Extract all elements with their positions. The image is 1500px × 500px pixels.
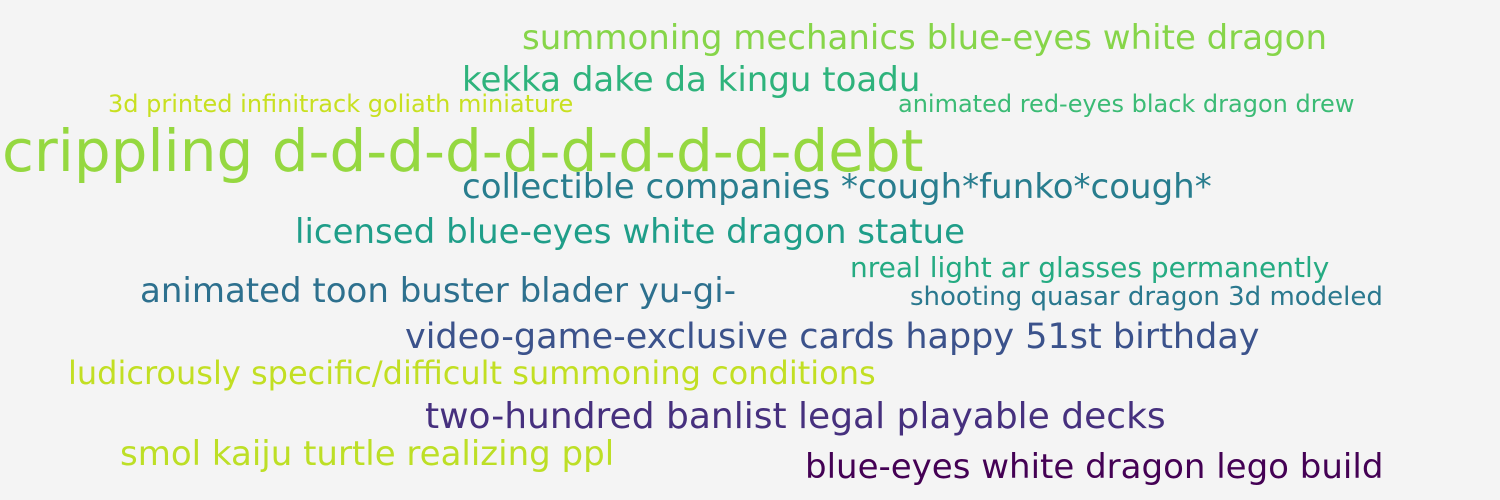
word-collectible-companies: collectible companies *cough*funko*cough…: [462, 167, 1212, 207]
word-3d-printed-infinitrack: 3d printed infinitrack goliath miniature: [108, 90, 574, 118]
word-licensed-statue: licensed blue-eyes white dragon statue: [295, 212, 965, 252]
word-shooting-quasar: shooting quasar dragon 3d modeled: [910, 282, 1383, 312]
word-smol-kaiju: smol kaiju turtle realizing ppl: [120, 434, 615, 474]
word-kekka-dake: kekka dake da kingu toadu: [462, 60, 921, 100]
word-video-game-exclusive: video-game-exclusive cards happy 51st bi…: [405, 317, 1260, 357]
word-summoning-mechanics: summoning mechanics blue-eyes white drag…: [522, 18, 1327, 58]
word-two-hundred-banlist: two-hundred banlist legal playable decks: [425, 396, 1166, 437]
word-crippling-debt: crippling d-d-d-d-d-d-d-d-d-debt: [2, 117, 924, 185]
word-ludicrously-specific: ludicrously specific/difficult summoning…: [68, 354, 876, 392]
word-animated-red-eyes: animated red-eyes black dragon drew: [898, 90, 1355, 118]
word-lego-build: blue-eyes white dragon lego build: [805, 447, 1384, 487]
word-nreal-light: nreal light ar glasses permanently: [850, 251, 1330, 284]
word-animated-toon-buster: animated toon buster blader yu-gi-: [140, 271, 736, 311]
